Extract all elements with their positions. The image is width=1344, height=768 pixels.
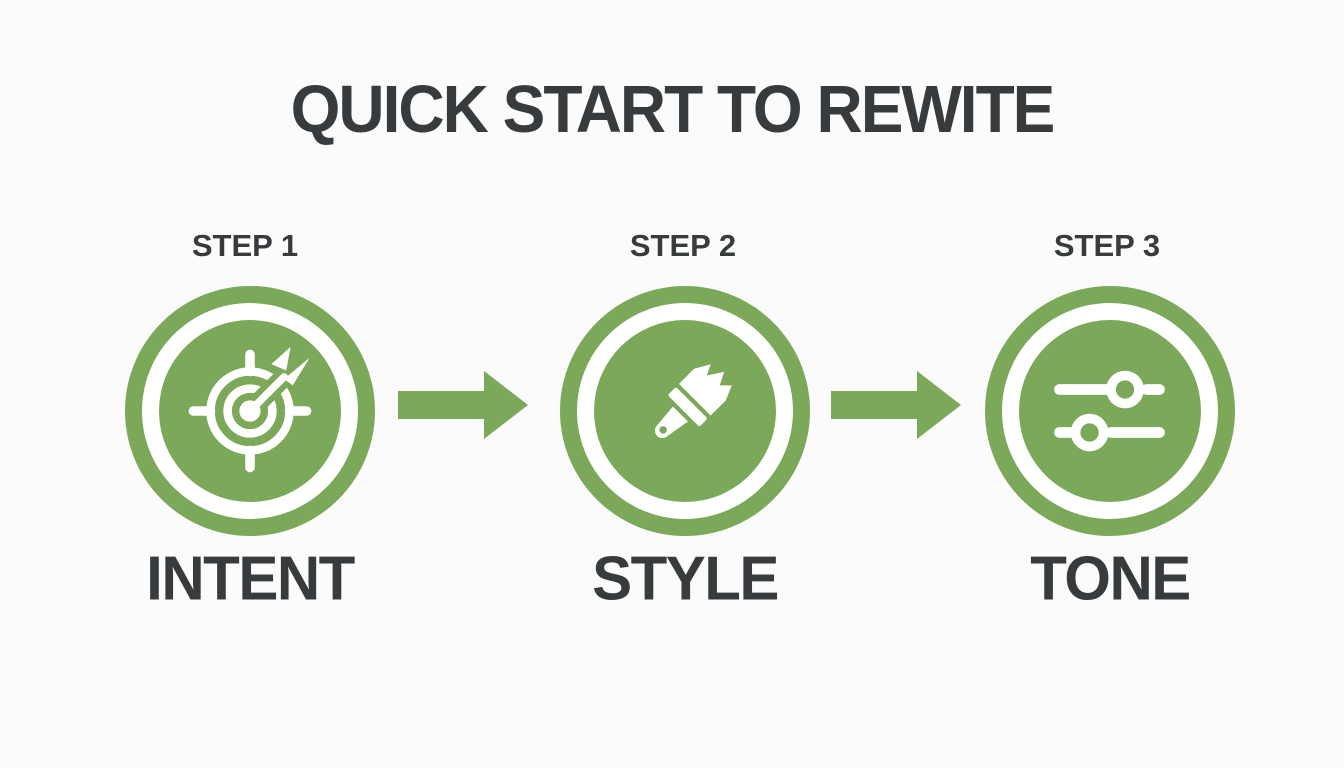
step-1-label: STEP 1: [191, 228, 299, 263]
arrow-right-icon: [831, 371, 961, 439]
sliders-icon: [1054, 370, 1165, 452]
page-title: QUICK START TO REWITE: [290, 71, 1056, 147]
target-arrow-icon: [188, 347, 312, 473]
step-3-name: TONE: [1030, 543, 1191, 614]
paintbrush-icon: [654, 364, 732, 439]
step-2-circle-inner: [594, 320, 776, 502]
step-2-label: STEP 2: [629, 228, 737, 263]
step-3-circle-inner: [1019, 320, 1201, 502]
step-1-name: INTENT: [146, 543, 355, 614]
step-1-circle-inner: [159, 320, 341, 502]
step-3-label: STEP 3: [1053, 228, 1161, 263]
arrow-right-icon: [398, 371, 528, 439]
step-3-circle: [985, 286, 1235, 536]
step-1-circle: [125, 286, 375, 536]
step-2-circle: [560, 286, 810, 536]
step-2-name: STYLE: [592, 543, 779, 614]
